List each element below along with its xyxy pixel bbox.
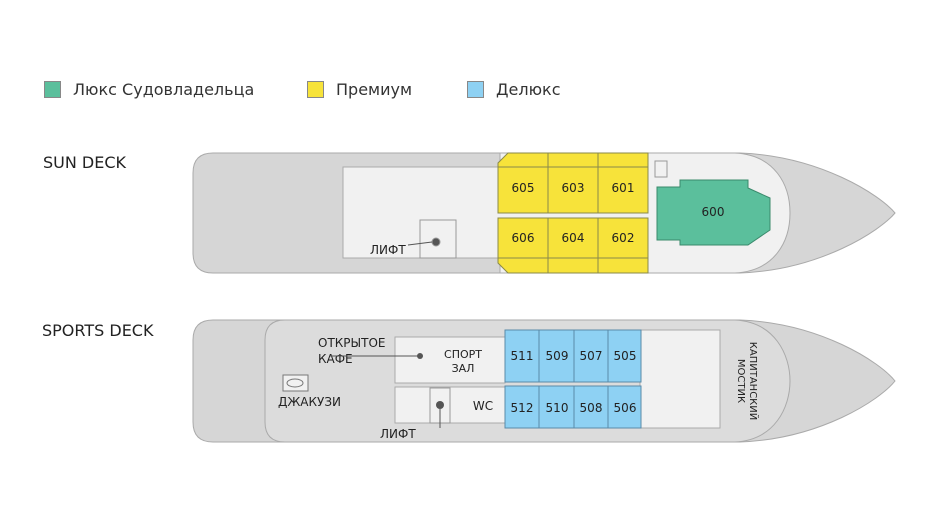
gym-label: СПОРТ (444, 348, 482, 361)
cabin-label: 603 (562, 181, 585, 195)
bridge-label: КАПИТАНСКИЙ (747, 342, 760, 420)
cabin-600[interactable] (656, 179, 771, 246)
cabin-label: 505 (614, 349, 637, 363)
legend-owner-suite: Люкс Судовладельца (44, 80, 254, 99)
bridge-label: МОСТИК (735, 359, 746, 403)
jacuzzi-icon (282, 374, 309, 392)
lift-label: ЛИФТ (370, 243, 406, 257)
legend-label: Премиум (336, 80, 413, 99)
cabin-label: 511 (511, 349, 534, 363)
legend-label: Делюкс (496, 80, 561, 99)
owner-suite-swatch (44, 81, 61, 98)
sun-deck-title: SUN DECK (43, 153, 127, 172)
legend-label: Люкс Судовладельца (73, 80, 255, 99)
cabin-label: 600 (702, 205, 725, 219)
sun-deck: ЛИФТ 605 603 601 606 604 602 600 (192, 152, 896, 274)
cabin-label: 506 (614, 401, 637, 415)
legend-deluxe: Делюкс (467, 80, 561, 99)
lift-label: ЛИФТ (380, 427, 416, 441)
sports-deck: ДЖАКУЗИ ОТКРЫТОЕ КАФЕ СПОРТ ЗАЛ ЛИФТ WC … (192, 319, 896, 443)
legend-premium: Премиум (307, 80, 412, 99)
jacuzzi-label: ДЖАКУЗИ (278, 395, 341, 409)
cabin-label: 601 (612, 181, 635, 195)
wc-label: WC (473, 399, 493, 413)
lift-icon (431, 237, 441, 247)
cabin-label: 512 (511, 401, 534, 415)
cabin-label: 605 (512, 181, 535, 195)
stairs-icon (654, 160, 668, 178)
cafe-label: ОТКРЫТОЕ (318, 336, 385, 350)
sports-deck-title: SPORTS DECK (42, 321, 154, 340)
cabin-label: 602 (612, 231, 635, 245)
cabin-label: 510 (546, 401, 569, 415)
cabin-label: 508 (580, 401, 603, 415)
stairs-lift (419, 160, 668, 259)
premium-swatch (307, 81, 324, 98)
cabin-label: 509 (546, 349, 569, 363)
deluxe-swatch (467, 81, 484, 98)
lift-icon (436, 401, 444, 409)
gym-label: ЗАЛ (452, 362, 475, 375)
cabin-label: 606 (512, 231, 535, 245)
cabin-label: 604 (562, 231, 585, 245)
cabin-label: 507 (580, 349, 603, 363)
cafe-label: КАФЕ (318, 352, 353, 366)
